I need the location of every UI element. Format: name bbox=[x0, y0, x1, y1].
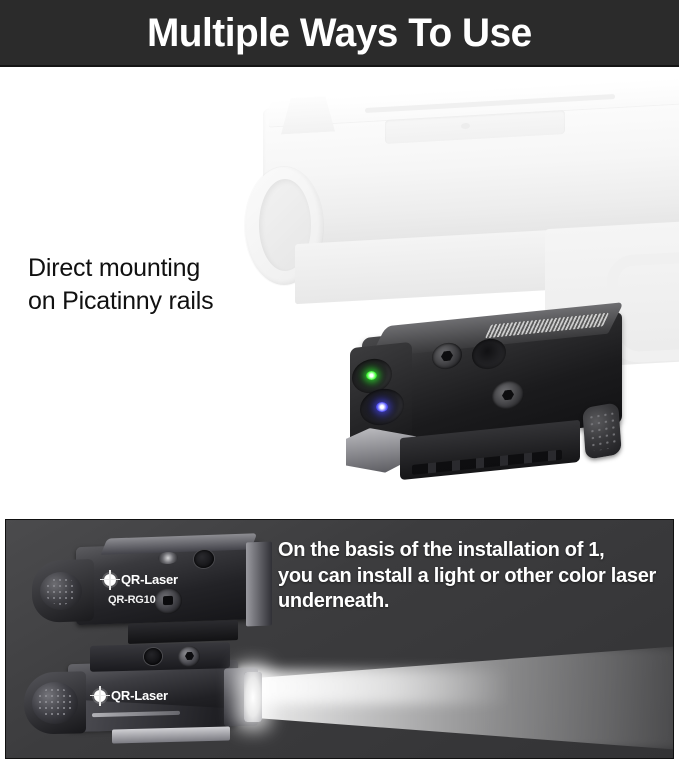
upper-device-brand-label: QR-Laser bbox=[121, 572, 178, 587]
ghosted-pistol-illustration bbox=[215, 75, 679, 375]
lower-device-foot bbox=[112, 726, 230, 744]
upper-device-branding: QR-Laser bbox=[100, 569, 178, 590]
upper-device-button-pad[interactable] bbox=[40, 572, 82, 610]
upper-laser-device: QR-Laser QR-RG10 bbox=[18, 530, 288, 644]
lower-device-lens bbox=[244, 672, 262, 722]
blue-laser-emitter-icon bbox=[376, 402, 388, 412]
header-banner: Multiple Ways To Use bbox=[0, 0, 679, 67]
lower-device-button-pad[interactable] bbox=[32, 682, 78, 724]
bottom-dark-panel: QR-Laser QR-RG10 QR-Laser On the basis o… bbox=[5, 519, 674, 759]
crosshair-logo-icon bbox=[90, 685, 110, 706]
page-title: Multiple Ways To Use bbox=[147, 10, 532, 55]
upper-device-model-label: QR-RG10 bbox=[108, 594, 156, 606]
lower-device-branding: QR-Laser bbox=[90, 685, 168, 706]
upper-device-rail-clamp[interactable] bbox=[246, 541, 272, 627]
stage-caption-line-2: on Picatinny rails bbox=[28, 287, 214, 315]
panel-caption-line-3: underneath. bbox=[278, 590, 390, 613]
stage-caption-line-1: Direct mounting bbox=[28, 254, 201, 282]
panel-caption-line-1: On the basis of the installation of 1, bbox=[278, 539, 605, 561]
crosshair-logo-icon bbox=[100, 569, 120, 590]
panel-caption: On the basis of the installation of 1, y… bbox=[278, 538, 668, 615]
stage-caption: Direct mounting on Picatinny rails bbox=[28, 252, 278, 318]
main-product-stage: Direct mounting on Picatinny rails bbox=[0, 67, 679, 517]
lower-flashlight-device: QR-Laser bbox=[16, 632, 316, 752]
rubber-activation-button[interactable] bbox=[582, 402, 622, 460]
dual-beam-laser-module bbox=[340, 302, 640, 485]
lower-device-brand-label: QR-Laser bbox=[111, 688, 168, 703]
green-laser-emitter-icon bbox=[366, 371, 377, 380]
panel-caption-line-2: you can install a light or other color l… bbox=[278, 564, 657, 587]
